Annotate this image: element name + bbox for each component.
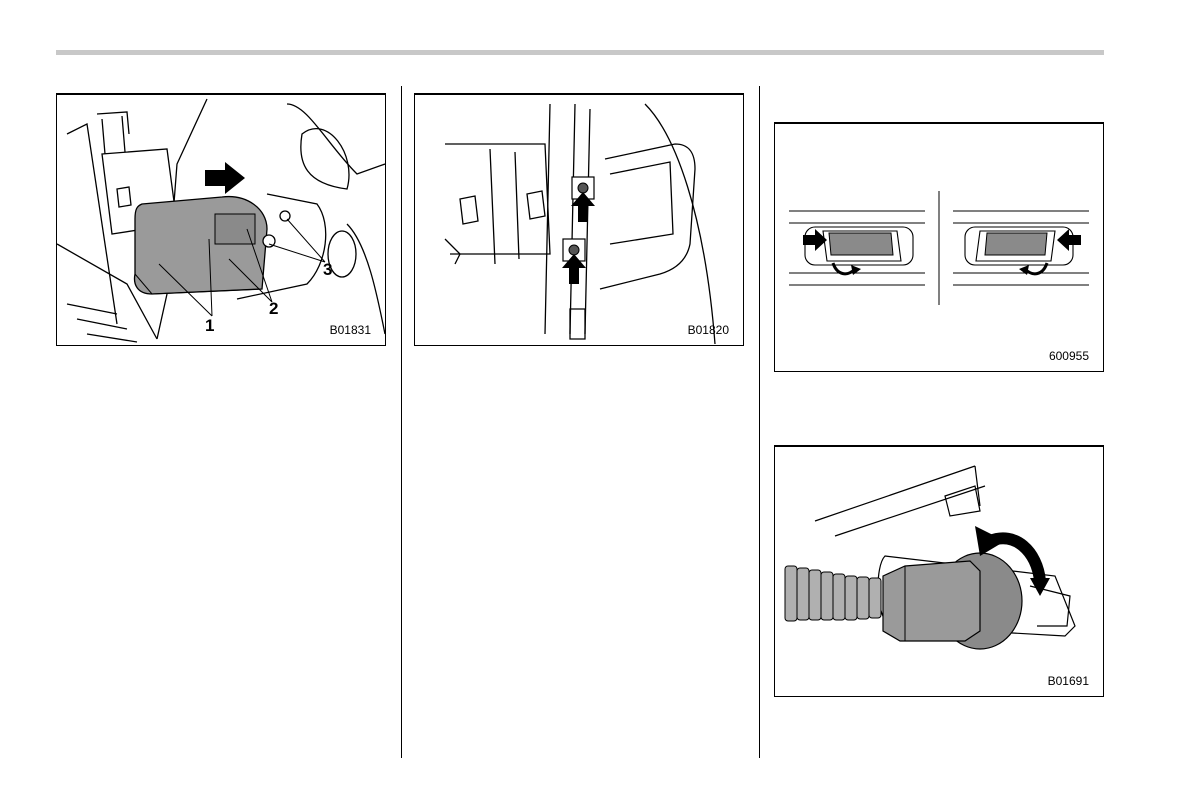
rear-quarter-trim-illustration xyxy=(57,94,385,345)
figure-b01831: 1 2 3 B01831 xyxy=(56,93,386,346)
callout-1: 1 xyxy=(205,316,214,336)
lamp-release-illustration xyxy=(775,123,1103,371)
column-divider-left xyxy=(401,86,402,758)
bulb-socket-illustration xyxy=(775,446,1103,696)
figure-b01820: B01820 xyxy=(414,93,744,346)
figure-code: 600955 xyxy=(1049,349,1089,363)
figure-600955: 600955 xyxy=(774,122,1104,372)
callout-2: 2 xyxy=(269,299,278,319)
callout-3: 3 xyxy=(323,260,332,280)
figure-code: B01691 xyxy=(1048,674,1089,688)
page-header-rule xyxy=(56,50,1104,55)
column-divider-right xyxy=(759,86,760,758)
figure-code: B01831 xyxy=(330,323,371,337)
figure-code: B01820 xyxy=(688,323,729,337)
figure-b01691: B01691 xyxy=(774,445,1104,697)
pillar-bolts-illustration xyxy=(415,94,743,345)
